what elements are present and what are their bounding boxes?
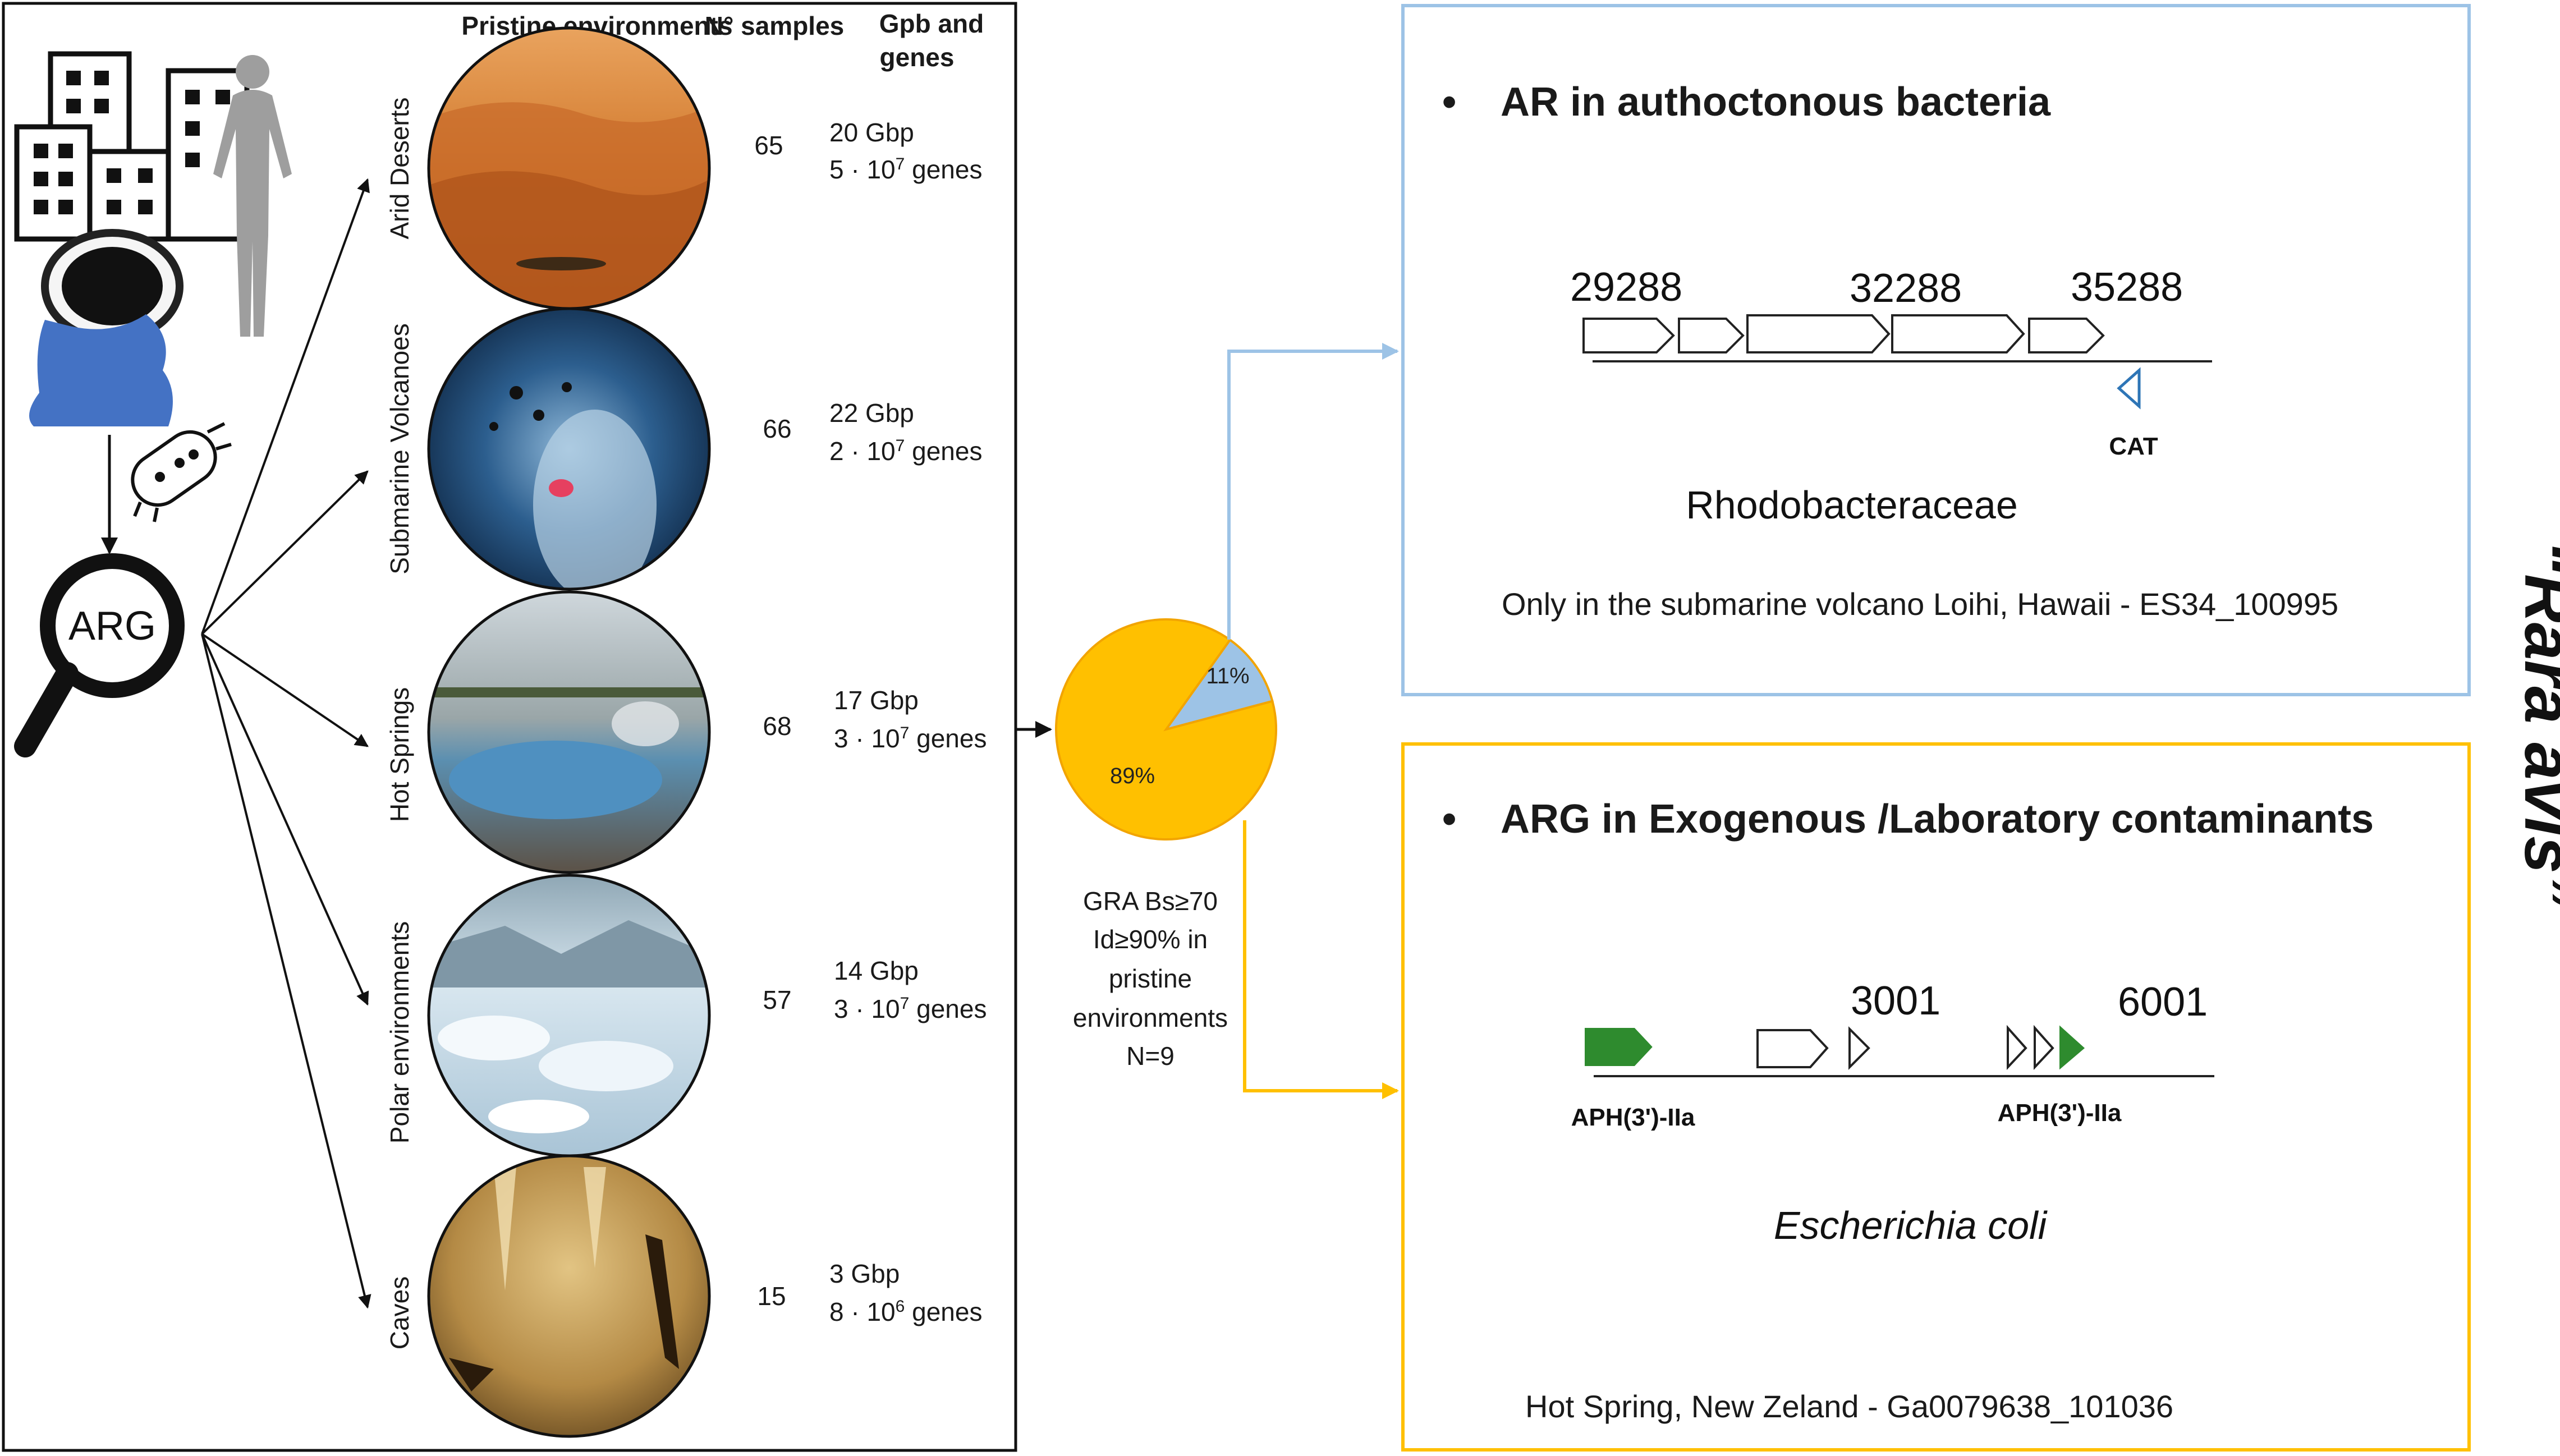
gbp-arid-deserts: 20 Gbp bbox=[829, 118, 914, 147]
box-blue-title: AR in authoctonous bacteria bbox=[1501, 80, 2051, 125]
pie-slice-11 bbox=[1163, 638, 1274, 732]
gbp-submarine-volcanoes: 22 Gbp bbox=[829, 398, 914, 428]
genes-polar: 3 · 107 genes bbox=[834, 994, 987, 1024]
box-blue-coord-1: 29288 bbox=[1570, 265, 1682, 310]
orf-3 bbox=[1746, 314, 1891, 353]
box-blue-coord-2: 32288 bbox=[1850, 266, 1962, 311]
box-yellow-title: ARG in Exogenous /Laboratory contaminant… bbox=[1501, 797, 2374, 842]
fan-arrows bbox=[201, 178, 371, 1309]
genes-caves: 8 · 106 genes bbox=[829, 1297, 982, 1327]
gbp-caves: 3 Gbp bbox=[829, 1259, 900, 1288]
box-authoctonous bbox=[1401, 4, 2471, 696]
header-samples: N° samples bbox=[705, 11, 845, 40]
samples-arid-deserts: 65 bbox=[754, 131, 783, 160]
photo-cave bbox=[429, 1156, 709, 1436]
pie-label-89: 89% bbox=[1110, 764, 1155, 788]
orf-4 bbox=[1891, 314, 2025, 353]
orf-a bbox=[1756, 1029, 1829, 1068]
box-yellow-gene-right: APH(3')-IIa bbox=[1998, 1099, 2122, 1127]
orf-c bbox=[2007, 1025, 2027, 1071]
orf-1 bbox=[1582, 318, 1675, 353]
photo-hot-spring bbox=[429, 592, 709, 872]
aph-gene-left bbox=[1585, 1028, 1653, 1066]
pie-note-line-4: environments bbox=[1073, 1003, 1228, 1032]
orf-b bbox=[1848, 1026, 1870, 1070]
sewage-pipe bbox=[29, 229, 183, 426]
aph-gene-right bbox=[2059, 1025, 2085, 1070]
city-illustration bbox=[14, 51, 250, 242]
box-blue-source: Only in the submarine volcano Loihi, Haw… bbox=[1502, 586, 2338, 622]
box-exogenous bbox=[1401, 742, 2471, 1452]
box-yellow-gene-left: APH(3')-IIa bbox=[1571, 1104, 1695, 1131]
bacterium-icon bbox=[131, 422, 232, 522]
left-panel-frame bbox=[2, 2, 1017, 1452]
pie-label-11: 11% bbox=[1206, 664, 1249, 688]
box-yellow-bullet: • bbox=[1442, 797, 1456, 842]
connector-yellow bbox=[1243, 820, 1399, 1099]
env-label-arid-deserts: Arid Deserts bbox=[385, 97, 414, 239]
box-blue-gene-map bbox=[1582, 314, 2212, 362]
box-yellow-gene-map bbox=[1585, 1025, 2214, 1077]
header-gbp-line1: Gpb and bbox=[879, 9, 984, 38]
orf-5 bbox=[2028, 318, 2105, 353]
box-blue-organism: Rhodobacteraceae bbox=[1686, 483, 2018, 527]
cat-gene-arrow bbox=[2117, 367, 2141, 410]
box-yellow-coord-2: 6001 bbox=[2118, 980, 2208, 1025]
samples-submarine-volcanoes: 66 bbox=[763, 414, 791, 443]
samples-caves: 15 bbox=[757, 1282, 786, 1311]
env-label-polar: Polar environments bbox=[385, 921, 414, 1143]
connector-blue bbox=[1227, 343, 1399, 640]
gbp-polar: 14 Gbp bbox=[834, 956, 919, 985]
box-yellow-coord-1: 3001 bbox=[1851, 979, 1940, 1023]
pie-note-line-3: pristine bbox=[1109, 964, 1192, 993]
pie-chart bbox=[1055, 618, 1277, 840]
samples-polar: 57 bbox=[763, 985, 791, 1014]
samples-hot-springs: 68 bbox=[763, 711, 791, 741]
box-blue-gene-cat: CAT bbox=[2109, 433, 2158, 460]
env-label-hot-springs: Hot Springs bbox=[385, 687, 414, 822]
genes-arid-deserts: 5 · 107 genes bbox=[829, 155, 982, 185]
env-label-caves: Caves bbox=[385, 1276, 414, 1349]
human-silhouette bbox=[213, 55, 292, 337]
pie-note-line-2: Id≥90% in bbox=[1093, 925, 1208, 954]
gbp-hot-springs: 17 Gbp bbox=[834, 686, 919, 715]
photo-polar bbox=[429, 875, 709, 1156]
arg-label: ARG bbox=[68, 604, 156, 649]
magnifier-icon bbox=[14, 553, 185, 757]
photo-arid-desert bbox=[429, 28, 709, 309]
pie-note-line-1: GRA Bs≥70 bbox=[1083, 887, 1218, 916]
genes-submarine-volcanoes: 2 · 107 genes bbox=[829, 437, 982, 466]
pie-slice-89 bbox=[1055, 618, 1277, 840]
box-yellow-source: Hot Spring, New Zeland - Ga0079638_10103… bbox=[1525, 1389, 2173, 1424]
box-blue-bullet: • bbox=[1442, 80, 1456, 125]
photo-submarine-volcano bbox=[429, 309, 709, 589]
genes-hot-springs: 3 · 107 genes bbox=[834, 724, 987, 754]
rara-avis-label: “Rara avis” bbox=[2511, 540, 2560, 907]
pie-note-line-5: N=9 bbox=[1126, 1041, 1175, 1071]
pie-note: GRA Bs≥70 Id≥90% in pristine environment… bbox=[1073, 887, 1228, 1071]
orf-2 bbox=[1678, 318, 1745, 353]
box-yellow-organism: Escherichia coli bbox=[1774, 1204, 2048, 1247]
header-gbp-line2: genes bbox=[880, 43, 955, 72]
box-blue-coord-3: 35288 bbox=[2071, 265, 2183, 310]
orf-d bbox=[2034, 1025, 2054, 1071]
env-label-submarine-volcanoes: Submarine Volcanoes bbox=[385, 323, 414, 575]
